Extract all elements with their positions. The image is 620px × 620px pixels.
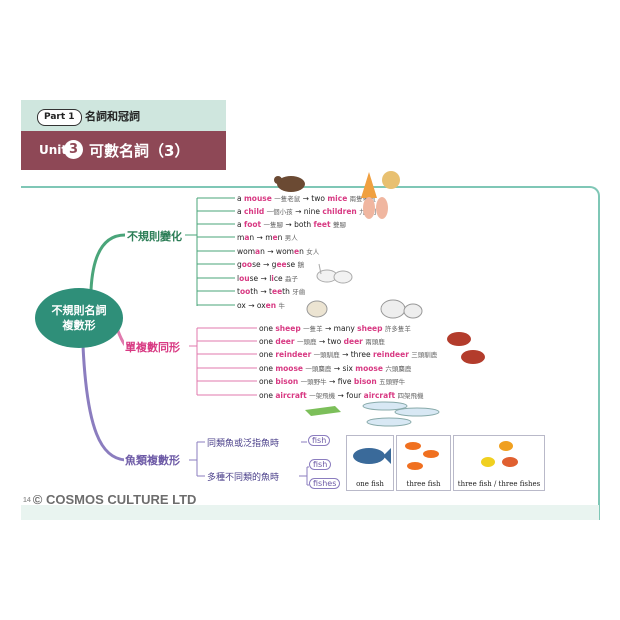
unit-header: Unit 3 可數名詞（3） bbox=[21, 131, 226, 170]
list-item: goose → geese 鵝 bbox=[237, 260, 305, 269]
unit-title: 可數名詞（3） bbox=[89, 142, 190, 160]
tuna-icon bbox=[353, 448, 391, 464]
footer: 14© COSMOS CULTURE LTD bbox=[23, 492, 196, 507]
caption: three fish bbox=[406, 480, 441, 488]
branch-irregular: 不規則變化 bbox=[126, 228, 183, 244]
three-fish-picture: three fish bbox=[396, 435, 451, 491]
list-item: one sheep 一隻羊 → many sheep 許多隻羊 bbox=[259, 324, 411, 333]
list-item: man → men 男人 bbox=[237, 233, 298, 242]
fishes-tag: fishes bbox=[309, 478, 341, 489]
root-line-1: 不規則名詞 bbox=[51, 304, 107, 317]
mixed-fish-picture: three fish / three fishes bbox=[453, 435, 545, 491]
list-item: ox → oxen 牛 bbox=[237, 301, 285, 310]
fish-tag: fish bbox=[308, 435, 331, 446]
branch-fish-plural: 魚類複數形 bbox=[124, 452, 181, 468]
part-label: Part 1 bbox=[37, 109, 82, 126]
list-item: tooth → teeth 牙齒 bbox=[237, 287, 306, 296]
list-item: woman → women 女人 bbox=[237, 247, 320, 256]
caption: three fish / three fishes bbox=[457, 480, 541, 488]
list-item: a foot 一隻腳 → both feet 雙腳 bbox=[237, 220, 346, 229]
fish-sub-different-kinds: 多種不同類的魚時 bbox=[205, 470, 282, 483]
one-fish-picture: one fish bbox=[346, 435, 394, 491]
list-item: one deer 一頭鹿 → two deer 兩頭鹿 bbox=[259, 337, 385, 346]
list-item: one bison 一頭野牛 → five bison 五頭野牛 bbox=[259, 377, 406, 386]
copyright: © COSMOS CULTURE LTD bbox=[32, 492, 197, 507]
fish-sub-same-kind: 同類魚或泛指魚時 bbox=[205, 436, 282, 449]
part-title: 名詞和冠詞 bbox=[85, 110, 140, 123]
list-item: one moose 一頭麋鹿 → six moose 六頭麋鹿 bbox=[259, 364, 412, 373]
page-number: 14 bbox=[23, 497, 31, 505]
root-line-2: 複數形 bbox=[62, 319, 96, 332]
content-frame bbox=[21, 186, 600, 520]
mouse-and-child-illustration bbox=[274, 171, 400, 219]
unit-word: Unit bbox=[39, 143, 68, 157]
mindmap-lines bbox=[81, 197, 309, 486]
textbook-page: Part 1 名詞和冠詞 Unit 3 可數名詞（3） bbox=[21, 100, 600, 520]
fish-tag: fish bbox=[309, 459, 332, 470]
list-item: one aircraft 一架飛機 → four aircraft 四架飛機 bbox=[259, 391, 424, 400]
branch-same-form: 單複數同形 bbox=[124, 339, 181, 355]
bottom-band bbox=[21, 505, 599, 520]
tropical-fish-icon bbox=[481, 441, 518, 467]
list-item: one reindeer 一頭馴鹿 → three reindeer 三頭馴鹿 bbox=[259, 350, 438, 359]
sheep-illustration bbox=[306, 299, 423, 319]
list-item: louse → lice 蝨子 bbox=[237, 274, 298, 283]
root-node: 不規則名詞 複數形 bbox=[35, 288, 123, 348]
clownfish-icon bbox=[405, 442, 439, 470]
geese-illustration bbox=[316, 263, 353, 284]
part-header: Part 1 名詞和冠詞 bbox=[21, 100, 226, 131]
deer-illustration bbox=[447, 332, 485, 364]
aircraft-illustration bbox=[305, 401, 440, 427]
caption: one fish bbox=[356, 480, 384, 488]
unit-number: 3 bbox=[64, 140, 83, 159]
list-item: a mouse 一隻老鼠 → two mice 兩隻老鼠 bbox=[237, 194, 376, 203]
